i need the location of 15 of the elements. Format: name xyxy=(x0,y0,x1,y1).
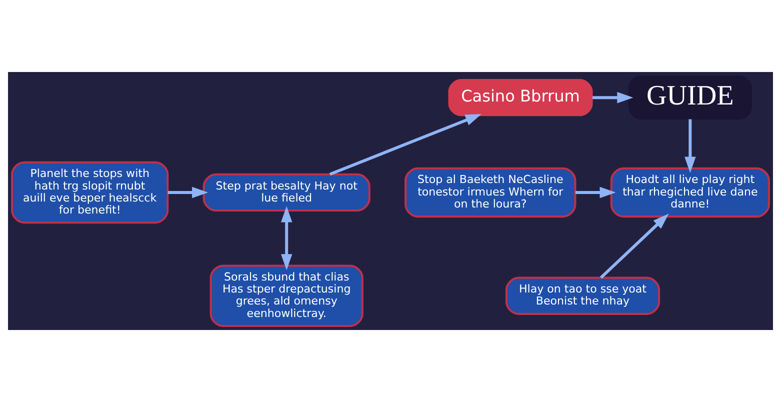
arrow xyxy=(575,186,616,198)
node-box: Hlay on tao to sse yoat Beonist the nhay xyxy=(505,276,660,315)
node-box: Casino Bbrrum xyxy=(448,79,593,116)
arrow xyxy=(600,214,669,279)
node-box: Step prat besalty Hay not lue fieled xyxy=(202,173,370,212)
arrow xyxy=(329,114,482,176)
arrow xyxy=(168,186,208,198)
node-box: Planelt the stops with hath trg slopit rnubt auill eve beper healscck for benefit! xyxy=(11,161,169,224)
node-box: GUIDE xyxy=(628,76,752,120)
node-box: Stop al Baeketh NeCasline tonestor irmues Whern for on the loura? xyxy=(404,167,576,218)
node-box: Hoadt all live play right thar rhegiched live dane danne! xyxy=(610,167,770,218)
arrow xyxy=(592,92,634,104)
arrow xyxy=(280,206,292,270)
arrow xyxy=(684,119,696,173)
node-box: Sorals sbund that clias Has stper drepactusing grees, ald omensy eenhowlictray. xyxy=(210,264,364,327)
